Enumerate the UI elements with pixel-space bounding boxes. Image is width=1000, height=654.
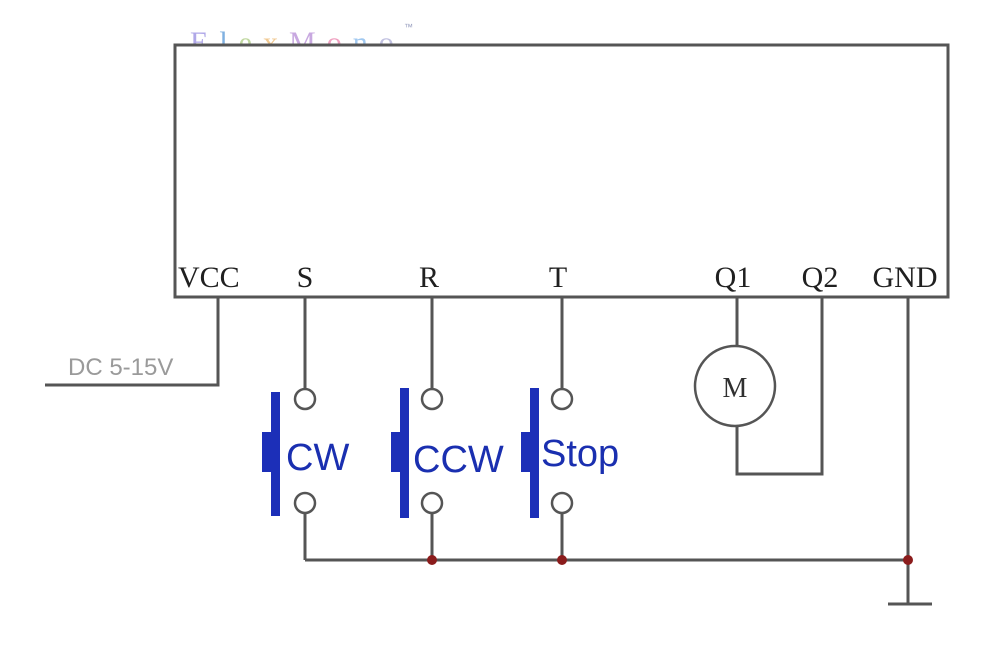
controller-module [173,43,950,299]
ccw-terminal-top [420,387,444,411]
ccw-switch-plate [400,388,409,518]
cw-switch: CW [262,297,349,560]
junction-dot-r [427,555,437,565]
stop-label: Stop [541,433,619,475]
power-wire [45,297,220,387]
pin-label-q1: Q1 [715,261,752,294]
cw-terminal-top [293,387,317,411]
wire-q2 [735,297,824,476]
junction-dot-gnd [903,555,913,565]
power-label: DC 5-15V [68,354,173,381]
pin-label-t: T [549,261,567,294]
cw-switch-plate [271,392,280,516]
pin-label-q2: Q2 [802,261,839,294]
cw-label: CW [286,437,349,479]
stop-terminal-top [550,387,574,411]
stop-switch-button [521,432,531,472]
stop-switch: Stop [521,297,619,560]
watermark-trademark: ™ [404,22,413,32]
motor-symbol [693,344,777,428]
junction-dot-t [557,555,567,565]
stop-switch-plate [530,388,539,518]
motor: M [693,297,824,476]
pin-label-r: R [419,261,439,294]
ccw-terminal-bottom [420,491,444,515]
pin-label-s: S [297,261,314,294]
cw-switch-button [262,432,272,472]
ccw-switch-button [391,432,401,472]
pin-label-gnd: GND [873,261,938,294]
pin-label-vcc: VCC [178,261,240,294]
ccw-switch: CCW [391,297,504,560]
ccw-label: CCW [413,439,504,481]
cw-terminal-bottom [293,491,317,515]
motor-label: M [723,373,748,404]
stop-terminal-bottom [550,491,574,515]
